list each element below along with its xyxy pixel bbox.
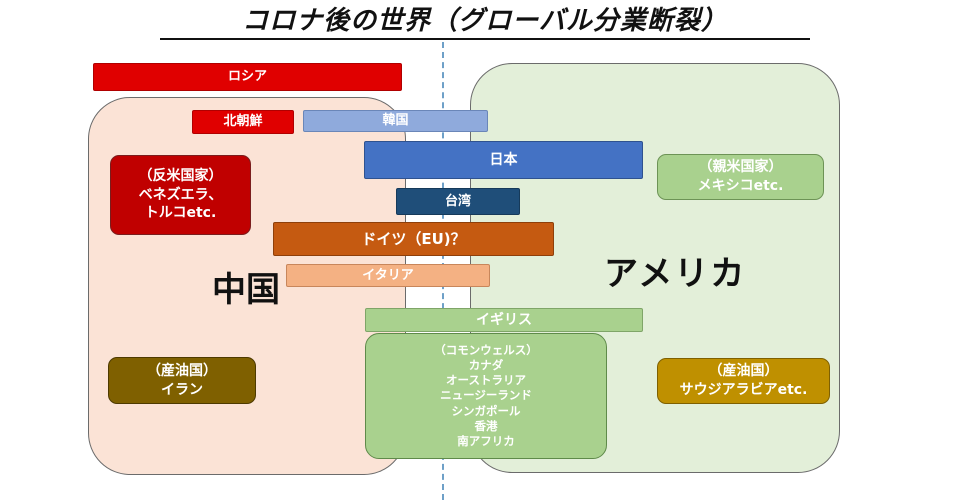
oil-usa-line: サウジアラビアetc.	[679, 382, 808, 398]
commonwealth-line: （コモンウェルス）	[434, 342, 538, 357]
pro-us-states-box: （親米国家） メキシコetc.	[657, 154, 824, 200]
italy-bar: イタリア	[286, 264, 490, 287]
anti-us-line: （反米国家）	[138, 167, 223, 184]
anti-us-line: ベネズエラ、	[138, 186, 223, 203]
japan-bar: 日本	[364, 141, 643, 179]
uk-label: イギリス	[476, 311, 532, 328]
italy-label: イタリア	[362, 267, 414, 283]
oil-china-line: イラン	[161, 381, 203, 398]
north-korea-label: 北朝鮮	[223, 114, 263, 130]
south-korea-label: 韓国	[382, 113, 409, 129]
usa-bloc-label: アメリカ	[604, 254, 747, 294]
commonwealth-line: ニュージーランド	[440, 388, 532, 403]
russia-label: ロシア	[227, 69, 267, 85]
commonwealth-line: 香港	[474, 418, 498, 433]
oil-producer-china-box: （産油国） イラン	[108, 357, 256, 404]
taiwan-label: 台湾	[444, 193, 471, 209]
japan-label: 日本	[489, 151, 518, 168]
pro-us-line: メキシコetc.	[697, 178, 784, 194]
pro-us-line: （親米国家）	[698, 159, 783, 176]
commonwealth-line: オーストラリア	[446, 373, 526, 388]
germany-eu-bar: ドイツ（EU)？	[273, 222, 554, 256]
russia-bar: ロシア	[93, 63, 402, 91]
oil-usa-line: （産油国）	[708, 363, 779, 380]
commonwealth-line: 南アフリカ	[457, 434, 515, 449]
commonwealth-line: シンガポール	[451, 403, 521, 418]
anti-us-states-box: （反米国家） ベネズエラ、 トルコetc.	[110, 155, 251, 235]
commonwealth-line: カナダ	[468, 357, 504, 372]
oil-producer-usa-box: （産油国） サウジアラビアetc.	[657, 358, 830, 404]
anti-us-line: トルコetc.	[144, 205, 217, 222]
china-bloc-label: 中国	[212, 270, 280, 310]
oil-china-line: （産油国）	[147, 362, 217, 379]
north-korea-bar: 北朝鮮	[192, 110, 294, 134]
south-korea-bar: 韓国	[303, 110, 488, 132]
taiwan-bar: 台湾	[396, 188, 520, 215]
uk-bar: イギリス	[365, 308, 643, 332]
diagram-title: コロナ後の世界（グローバル分業断裂）	[160, 4, 810, 40]
commonwealth-box: （コモンウェルス） カナダ オーストラリア ニュージーランド シンガポール 香港…	[365, 333, 607, 459]
germany-eu-label: ドイツ（EU)？	[361, 229, 466, 248]
